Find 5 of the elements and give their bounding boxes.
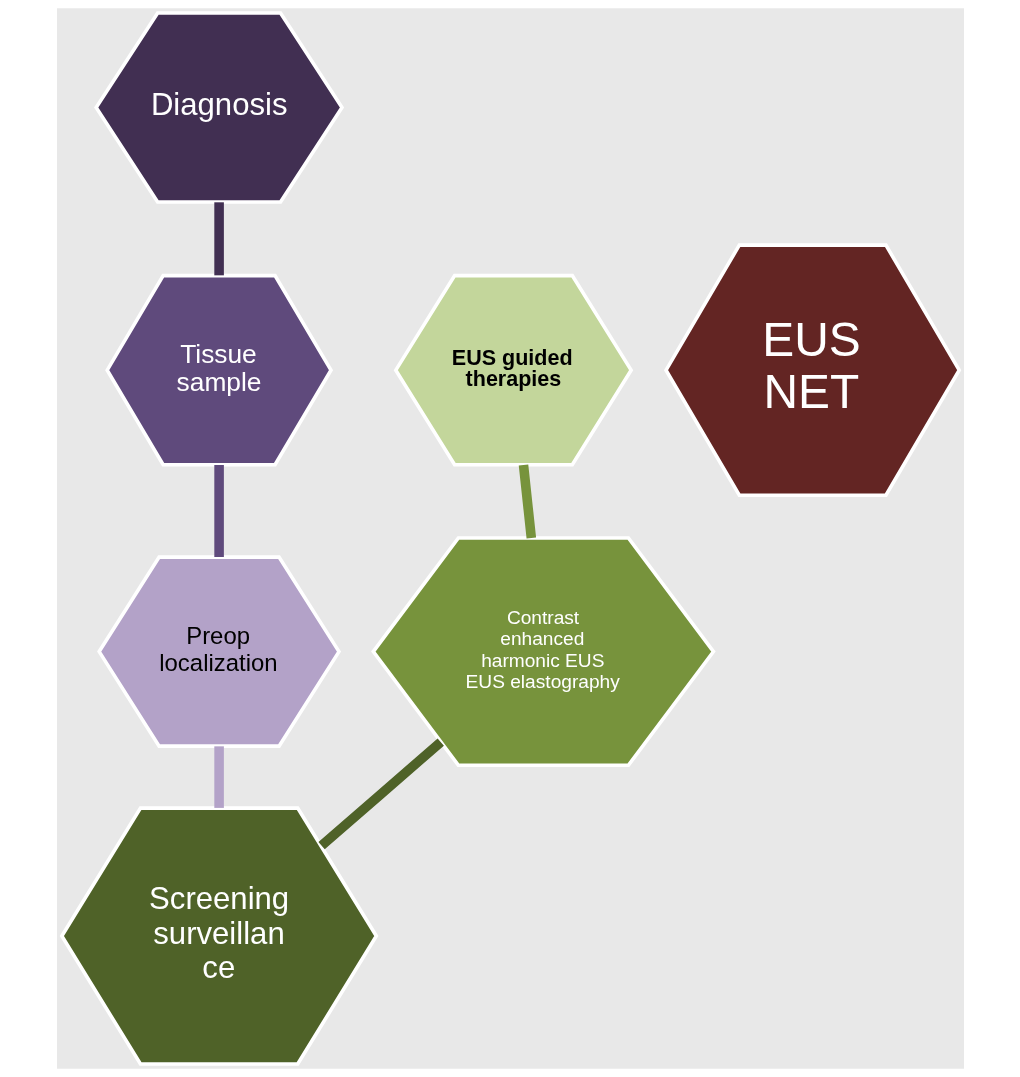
- connector: [213, 465, 224, 557]
- connector: [213, 746, 224, 808]
- connector: [518, 464, 536, 539]
- connector: [213, 202, 224, 276]
- connector: [317, 738, 444, 850]
